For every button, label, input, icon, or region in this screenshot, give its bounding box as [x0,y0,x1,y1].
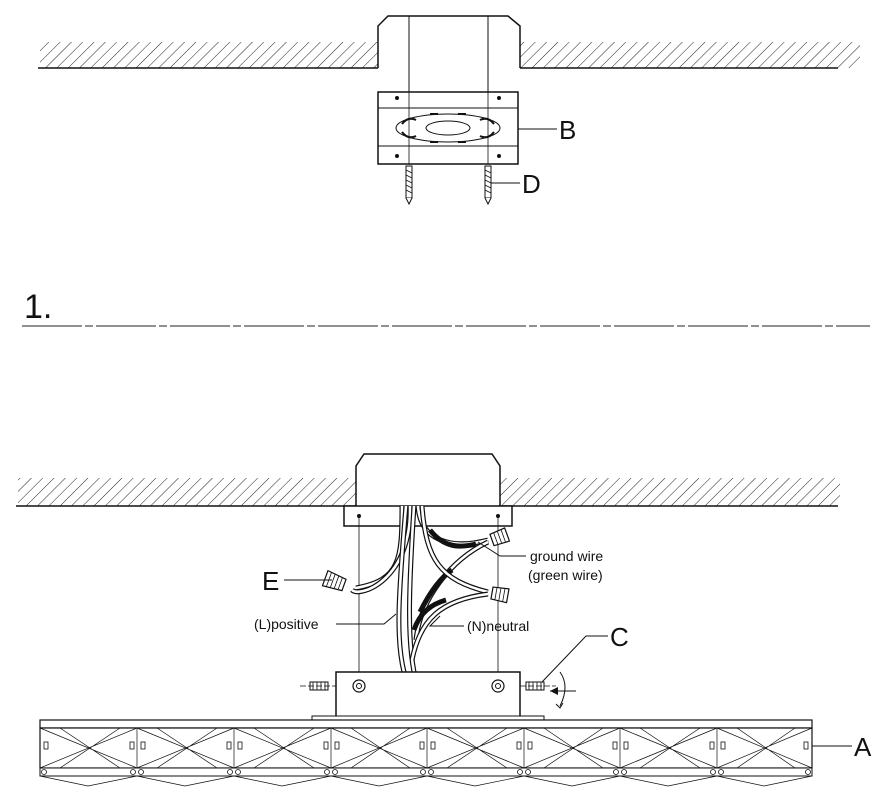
screw-left [300,681,336,691]
label-a: A [854,732,872,762]
label-ground-wire: ground wire [530,548,603,564]
label-d: D [522,169,541,199]
mounting-bracket [377,91,519,165]
label-e: E [262,566,279,596]
step-number: 1. [24,288,52,326]
junction-box-bottom [355,453,501,506]
screw-c [520,671,576,709]
wire-connector-neutral [490,586,510,604]
ceiling-bottom [16,478,840,507]
label-b: B [559,115,576,145]
bottom-figure: E ground wire (green wire) (L)positive (… [16,453,872,787]
ceiling-top [38,42,860,69]
wires [350,505,490,673]
junction-box-top [377,15,521,92]
label-green-wire: (green wire) [528,567,603,583]
label-neutral: (N)neutral [467,618,529,634]
light-fixture [39,715,813,787]
wire-connector-ground [489,527,511,547]
top-figure: B D [38,15,860,206]
mounting-screws [405,165,492,206]
label-positive: (L)positive [254,616,319,632]
label-c: C [610,622,629,652]
mounting-plate [343,505,513,527]
leader-lines [284,541,852,747]
wire-connector-e [321,569,347,592]
canopy [335,671,521,719]
